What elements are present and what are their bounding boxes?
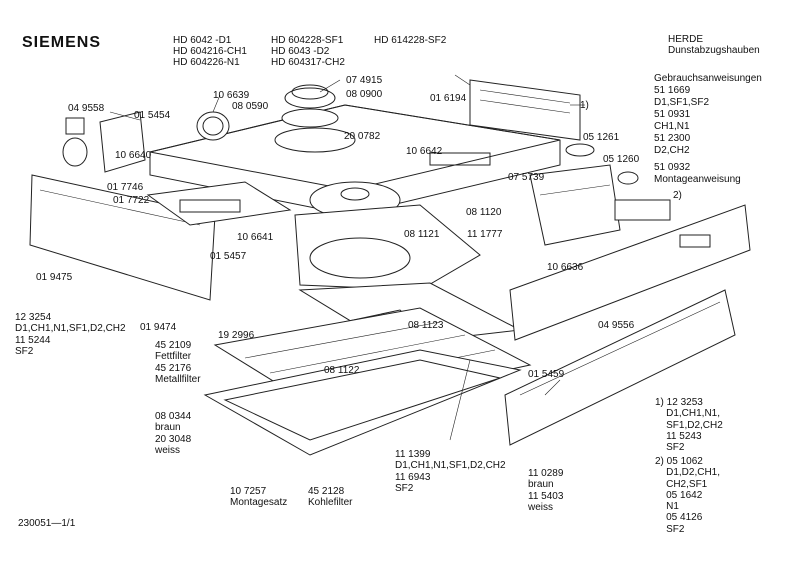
filter-mesh [223,359,502,441]
lead-line [212,94,221,113]
part-label: 01 7746 [107,182,144,193]
capacitor [565,143,595,157]
ring-part [196,111,230,141]
doc-label: D1,SF1,SF2 [654,97,710,108]
model-label: HD 604226-N1 [173,57,240,68]
part-label: 11 1777 [467,229,503,240]
lead-line [544,379,561,396]
part-block: 11 0289 braun 11 5403 weiss [528,468,564,513]
bracket-line [479,89,571,104]
part-label: 20 0782 [344,131,381,142]
model-label: HD 6043 -D2 [271,46,330,57]
cover-top-face [149,104,561,191]
doc-label: Gebrauchsanweisungen [654,73,762,84]
part-label: 10 6639 [213,90,250,101]
doc-label: CH1,N1 [654,121,690,132]
flange-inner [291,84,329,100]
doc-label: 51 0931 [654,109,691,120]
light-lens [179,199,241,213]
part-label: 2) [673,190,682,201]
light-box [146,181,292,226]
bracket-line [479,99,571,114]
lead-line [319,79,341,93]
part-block: 12 3254 D1,CH1,N1,SF1,D2,CH2 11 5244 SF2 [15,312,126,357]
part-label: 01 9475 [36,272,73,283]
filter-frame [203,349,522,456]
front-panel [509,204,751,341]
flange-ring [281,108,339,128]
part-label: 10 6642 [406,146,443,157]
part-label: 01 9474 [140,322,177,333]
part-label: 01 5457 [210,251,247,262]
filter-line [269,334,466,374]
doc-label: 51 1669 [654,85,691,96]
front-cover [504,289,736,446]
panel-line [39,189,201,226]
doc-label: Montageanweisung [654,174,741,185]
model-label: HD 604228-SF1 [271,35,344,46]
part-block: 45 2109 Fettfilter 45 2176 Metallfilter [155,340,201,385]
control-unit [529,164,621,246]
part-label: 08 0590 [232,101,269,112]
maker-label: Dunstabzugshauben [668,45,760,56]
flange-ring [284,87,336,109]
blower-hub [340,187,370,201]
model-label: HD 604317-CH2 [271,57,345,68]
part-label: 1) [580,100,589,111]
front-switch-slot [679,234,711,248]
cover-slot [429,152,491,166]
part-label: 01 5454 [134,110,171,121]
part-label: 10 6640 [115,150,152,161]
part-label: 08 1120 [466,207,502,218]
unit-line [539,184,611,196]
part-block: 45 2128 Kohlefilter [308,486,353,509]
part-label: 19 2996 [218,330,255,341]
part-label: 07 4915 [346,75,383,86]
part-label: 07 5739 [508,172,545,183]
brand-logo: SIEMENS [22,34,102,51]
part-block: 10 7257 Montagesatz [230,486,288,509]
fan-intake [309,237,411,279]
lead-line [109,111,141,121]
lamp-holder [99,111,146,173]
model-label: HD 614228-SF2 [374,35,447,46]
model-label: HD 604216-CH1 [173,46,247,57]
bulb-base [65,117,85,135]
switch-block [614,199,671,221]
doc-label: 51 0932 [654,162,691,173]
doc-label: D2,CH2 [654,145,690,156]
top-right-bracket [469,79,581,141]
cover-line [519,301,721,396]
bulb-icon [62,137,88,167]
doc-label: 51 2300 [654,133,691,144]
maker-label: HERDE [668,34,704,45]
footnote-1: 1) 12 3253 D1,CH1,N1, SF1,D2,CH2 11 5243… [655,397,723,454]
footnote-2: 2) 05 1062 D1,D2,CH1, CH2,SF1 05 1642 N1… [655,456,721,535]
part-label: 08 0900 [346,89,383,100]
part-block: 11 1399 D1,CH1,N1,SF1,D2,CH2 11 6943 SF2 [395,449,506,494]
capacitor [617,171,639,185]
part-label: 05 1260 [603,154,640,165]
part-block: 08 0344 braun 20 3048 weiss [155,411,192,456]
part-label: 08 1123 [408,320,444,331]
part-label: 04 9558 [68,103,105,114]
part-label: 10 6636 [547,262,584,273]
lead-line [449,359,471,441]
model-label: HD 6042 -D1 [173,35,232,46]
fan-housing [294,204,481,291]
part-label: 05 1261 [583,132,620,143]
part-label: 10 6641 [237,232,274,243]
filter-line [244,321,441,359]
part-label: 01 7722 [113,195,150,206]
cover-round-opening [274,127,356,153]
ring-part-inner [202,116,224,136]
part-label: 08 1121 [404,229,440,240]
footer-code: 230051—1/1 [18,518,76,529]
part-label: 08 1122 [324,365,360,376]
part-label: 04 9556 [598,320,635,331]
lead-line [454,74,471,86]
part-label: 01 5459 [528,369,565,380]
part-label: 01 6194 [430,93,467,104]
